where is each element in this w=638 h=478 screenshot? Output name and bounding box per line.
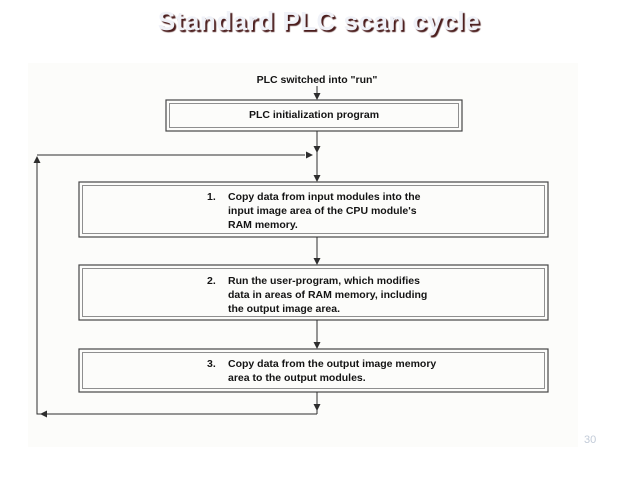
step1-text: 1. Copy data from input modules into the… (207, 190, 421, 232)
init-box-label: PLC initialization program (248, 109, 380, 121)
step1-box (78, 181, 549, 238)
slide-title: Standard PLC scan cycle (157, 6, 481, 36)
feedback-loop-line (36, 163, 317, 415)
init-box-inner-border (169, 103, 459, 128)
step2-line: data in areas of RAM memory, including (228, 289, 428, 301)
arrow-down-icon (313, 342, 321, 349)
arrow-down-icon (313, 93, 321, 100)
step2-line: the output image area. (228, 303, 341, 315)
step3-box (78, 348, 549, 393)
step2-lines: Run the user-program, which modifies dat… (228, 274, 427, 316)
diagram-panel: PLC switched into "run" PLC initializati… (28, 63, 578, 447)
step1-box-inner-border (82, 185, 545, 234)
step1-lines: Copy data from input modules into the in… (228, 190, 421, 232)
arrow-up-icon (33, 156, 41, 163)
arrow-down-icon (313, 258, 321, 265)
flowchart-graphics (33, 86, 549, 418)
step3-number: 3. (207, 358, 216, 370)
step3-text: 3. Copy data from the output image memor… (207, 357, 436, 385)
step3-line: Copy data from the output image memory (228, 358, 437, 370)
step2-text: 2. Run the user-program, which modifies … (207, 274, 427, 316)
arrow-down-icon (313, 404, 321, 411)
step1-line: Copy data from input modules into the (228, 191, 421, 203)
step1-line: input image area of the CPU module's (228, 205, 417, 217)
step2-number: 2. (207, 275, 216, 287)
start-label: PLC switched into "run" (256, 74, 378, 86)
step1-line: RAM memory. (228, 219, 298, 231)
step3-lines: Copy data from the output image memory a… (228, 357, 436, 385)
step3-box-inner-border (82, 352, 545, 389)
arrow-down-icon (313, 146, 321, 153)
arrow-down-icon (313, 175, 321, 182)
step2-line: Run the user-program, which modifies (228, 275, 420, 287)
init-box (165, 99, 463, 132)
arrow-left-icon (40, 410, 47, 418)
page-number: 30 (584, 434, 597, 446)
arrow-right-icon (306, 151, 313, 159)
step2-box (78, 264, 549, 321)
step3-line: area to the output modules. (228, 372, 366, 384)
step1-number: 1. (207, 191, 216, 203)
step2-box-inner-border (82, 268, 545, 317)
